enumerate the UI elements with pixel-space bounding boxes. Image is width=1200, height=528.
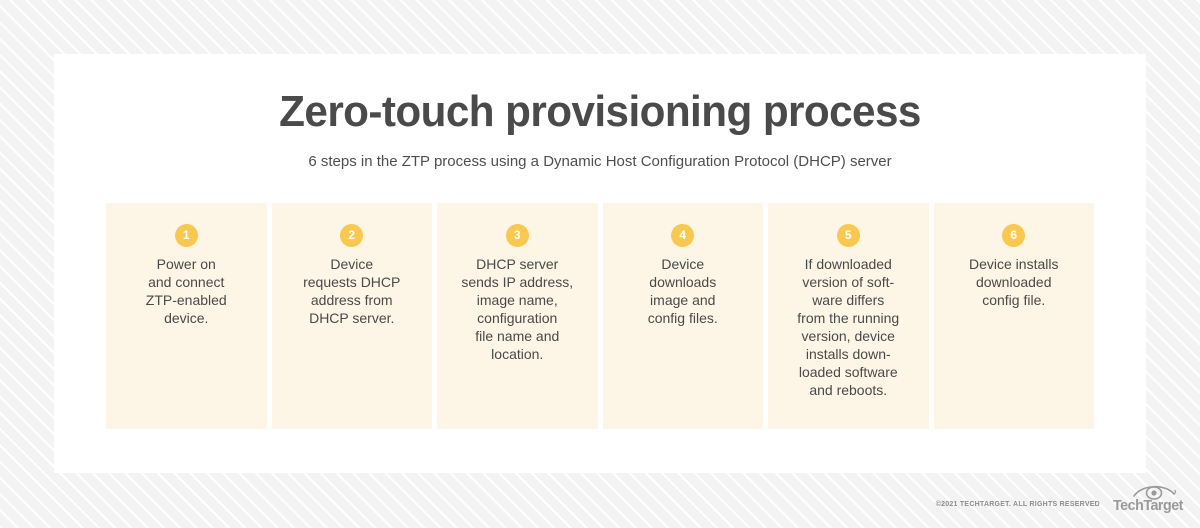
step-number-badge-4: 4	[671, 224, 695, 247]
step-number-badge-3: 3	[505, 224, 529, 247]
step-panel-3: 3 DHCP server sends IP address, image na…	[437, 203, 598, 429]
step-panel-1: 1 Power on and connect ZTP-enabled devic…	[106, 203, 267, 429]
step-panel-2: 2 Device requests DHCP address from DHCP…	[271, 203, 432, 429]
copyright-notice: ©2021 TECHTARGET. ALL RIGHTS RESERVED	[935, 501, 1100, 508]
step-number-badge-5: 5	[836, 224, 860, 247]
step-description-1: Power on and connect ZTP-enabled device.	[145, 256, 227, 326]
footer: ©2021 TECHTARGET. ALL RIGHTS RESERVED Te…	[0, 473, 1200, 528]
step-description-3: DHCP server sends IP address, image name…	[461, 256, 574, 362]
step-description-6: Device installs downloaded config file.	[969, 256, 1059, 308]
eye-icon	[1133, 485, 1176, 500]
step-number-badge-2: 2	[340, 224, 364, 247]
step-description-4: Device downloads image and config files.	[647, 256, 718, 326]
step-number-badge-1: 1	[174, 224, 198, 247]
step-number-badge-6: 6	[1002, 224, 1026, 247]
step-panel-5: 5 If downloaded version of soft- ware di…	[768, 203, 929, 429]
steps-row: 1 Power on and connect ZTP-enabled devic…	[106, 203, 1094, 429]
step-panel-4: 4 Device downloads image and config file…	[602, 203, 763, 429]
step-description-5: If downloaded version of soft- ware diff…	[797, 256, 900, 398]
techtarget-wordmark: TechTarget	[1113, 497, 1183, 514]
techtarget-logo: TechTarget	[1106, 480, 1190, 520]
page-subtitle: 6 steps in the ZTP process using a Dynam…	[308, 153, 892, 170]
page-title: Zero-touch provisioning process	[279, 87, 921, 136]
content-card: Zero-touch provisioning process 6 steps …	[54, 54, 1146, 473]
step-panel-6: 6 Device installs downloaded config file…	[933, 203, 1094, 429]
step-description-2: Device requests DHCP address from DHCP s…	[303, 256, 401, 326]
